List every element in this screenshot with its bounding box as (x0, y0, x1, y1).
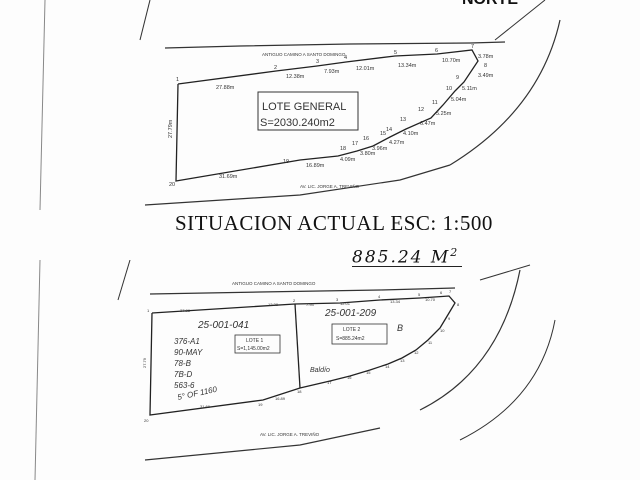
street-bottom-label: AV. LIC. JORGE A. TREVIÑO (300, 183, 360, 189)
dim-6: 10.70m (442, 58, 461, 64)
dim-8: 3.49m (478, 73, 494, 79)
hand-note-2: 90-MAY (174, 348, 203, 357)
vertex2-11: 11 (428, 340, 433, 345)
vertex-8: 8 (484, 63, 487, 69)
dim2-2: 12.38 (268, 302, 279, 307)
vertex2-4: 4 (378, 294, 381, 299)
vertex-14: 14 (386, 127, 392, 133)
vertex-10: 10 (446, 86, 452, 92)
vertex-9: 9 (456, 75, 459, 81)
vertex2-13: 13 (400, 358, 405, 363)
vertex2-7: 7 (449, 289, 452, 294)
vertex2-2: 2 (293, 298, 296, 303)
street-bottom-label-2: AV. LIC. JORGE A. TREVIÑO (260, 431, 320, 437)
hand-note-1: 376-A1 (174, 337, 200, 346)
dim2-9: 27.79 (142, 357, 147, 368)
dim2-4: 12.01 (340, 301, 351, 306)
north-label: NORTE (462, 0, 518, 9)
dim-14: 4.27m (389, 140, 405, 146)
lot2-area: S=885.24m2 (336, 336, 365, 342)
hand-note-3: 78-B (174, 359, 192, 368)
vertex2-17: 17 (327, 380, 332, 385)
dim-5: 13.34m (398, 63, 417, 69)
dim2-3: 7.93 (306, 302, 315, 307)
vertex2-9: 9 (448, 316, 451, 321)
lot-general-area: S=2030.240m2 (260, 117, 335, 129)
lot-general-outline (175, 49, 479, 182)
dim-9: 5.11m (462, 86, 477, 92)
vertex-2: 2 (274, 65, 277, 71)
dim2-6: 10.70 (425, 297, 436, 302)
vertex-4: 4 (344, 55, 347, 61)
vertex-3: 3 (316, 59, 319, 65)
vertex2-6: 6 (440, 290, 443, 295)
vertex-19: 19 (283, 159, 289, 165)
vertex-1: 1 (176, 77, 179, 83)
vertex2-14: 14 (385, 364, 390, 369)
vertex2-12: 12 (414, 350, 419, 355)
dim-3: 7.93m (324, 69, 340, 75)
lot-division-line (294, 303, 301, 389)
lot1-cadastral: 25-001-041 (197, 320, 249, 331)
vertex-5: 5 (394, 50, 397, 56)
vertex2-18: 18 (297, 389, 302, 394)
dim-19: 31.69m (219, 174, 238, 180)
dim2-1: 27.88 (180, 308, 191, 313)
dim-18: 16.89m (306, 163, 325, 169)
lot1-title: LOTE 1 (246, 338, 263, 344)
lot-general-title: LOTE GENERAL (262, 101, 346, 113)
lot2-cadastral: 25-001-209 (324, 308, 377, 319)
vertex-13: 13 (400, 117, 406, 123)
situation-title: SITUACION ACTUAL ESC: 1:500 (175, 211, 493, 235)
vertex-16: 16 (363, 136, 369, 142)
plan-actual: ANTIGUO CAMINO A SANTO DOMINGO AV. LIC. … (34, 260, 556, 480)
vertex-12: 12 (418, 107, 424, 113)
handwritten-area: 885.24 M2 (352, 246, 462, 268)
plan-general: ANTIGUO CAMINO A SANTO DOMINGO AV. LIC. … (39, 0, 561, 210)
dim-11: 5.25m (436, 111, 452, 117)
street-top-label-2: ANTIGUO CAMINO A SANTO DOMINGO (232, 281, 316, 286)
dim2-8: 16.89 (275, 396, 286, 401)
dim-12: 6.47m (420, 121, 436, 127)
vertex-11: 11 (432, 100, 438, 106)
lot-actual-outline (149, 295, 456, 416)
dim-1: 27.88m (216, 85, 235, 91)
hand-bldg: Baldío (310, 367, 330, 374)
street-top-label: ANTIGUO CAMINO A SANTO DOMINGO (262, 52, 346, 57)
hand-note-4: 7B-D (174, 370, 192, 379)
dim-17: 4.09m (340, 157, 356, 163)
dim2-7: 31.69 (200, 404, 211, 409)
dim-7: 3.78m (478, 54, 494, 60)
vertex2-1: 1 (147, 308, 150, 313)
dim2-5: 13.34 (390, 299, 401, 304)
dim-2: 12.38m (286, 74, 305, 80)
hand-b: B (397, 323, 403, 333)
vertex2-15: 15 (366, 370, 371, 375)
vertex2-10: 10 (440, 328, 445, 333)
dim-10: 5.04m (451, 97, 467, 103)
dim-16: 3.80m (360, 151, 376, 157)
vertex-17: 17 (352, 141, 358, 147)
vertex2-20: 20 (144, 418, 149, 423)
vertex2-19: 19 (258, 402, 263, 407)
lot2-title: LOTE 2 (343, 327, 360, 333)
lot1-area: S=1,145.00m2 (237, 346, 270, 352)
vertex2-8: 8 (457, 302, 460, 307)
vertex2-3: 3 (336, 297, 339, 302)
dim-13: 4.10m (403, 131, 419, 137)
dim-20: 27.79m (168, 119, 174, 138)
vertex2-16: 16 (347, 375, 352, 380)
dim-15: 3.96m (372, 146, 388, 152)
vertex-7: 7 (471, 44, 474, 50)
vertex-20: 20 (169, 182, 175, 188)
hand-note-5: 563-6 (174, 381, 195, 390)
vertex-15: 15 (380, 131, 386, 137)
vertex2-5: 5 (418, 292, 421, 297)
vertex-6: 6 (435, 48, 438, 54)
vertex-18: 18 (340, 146, 346, 152)
dim-4: 12.01m (356, 66, 375, 72)
